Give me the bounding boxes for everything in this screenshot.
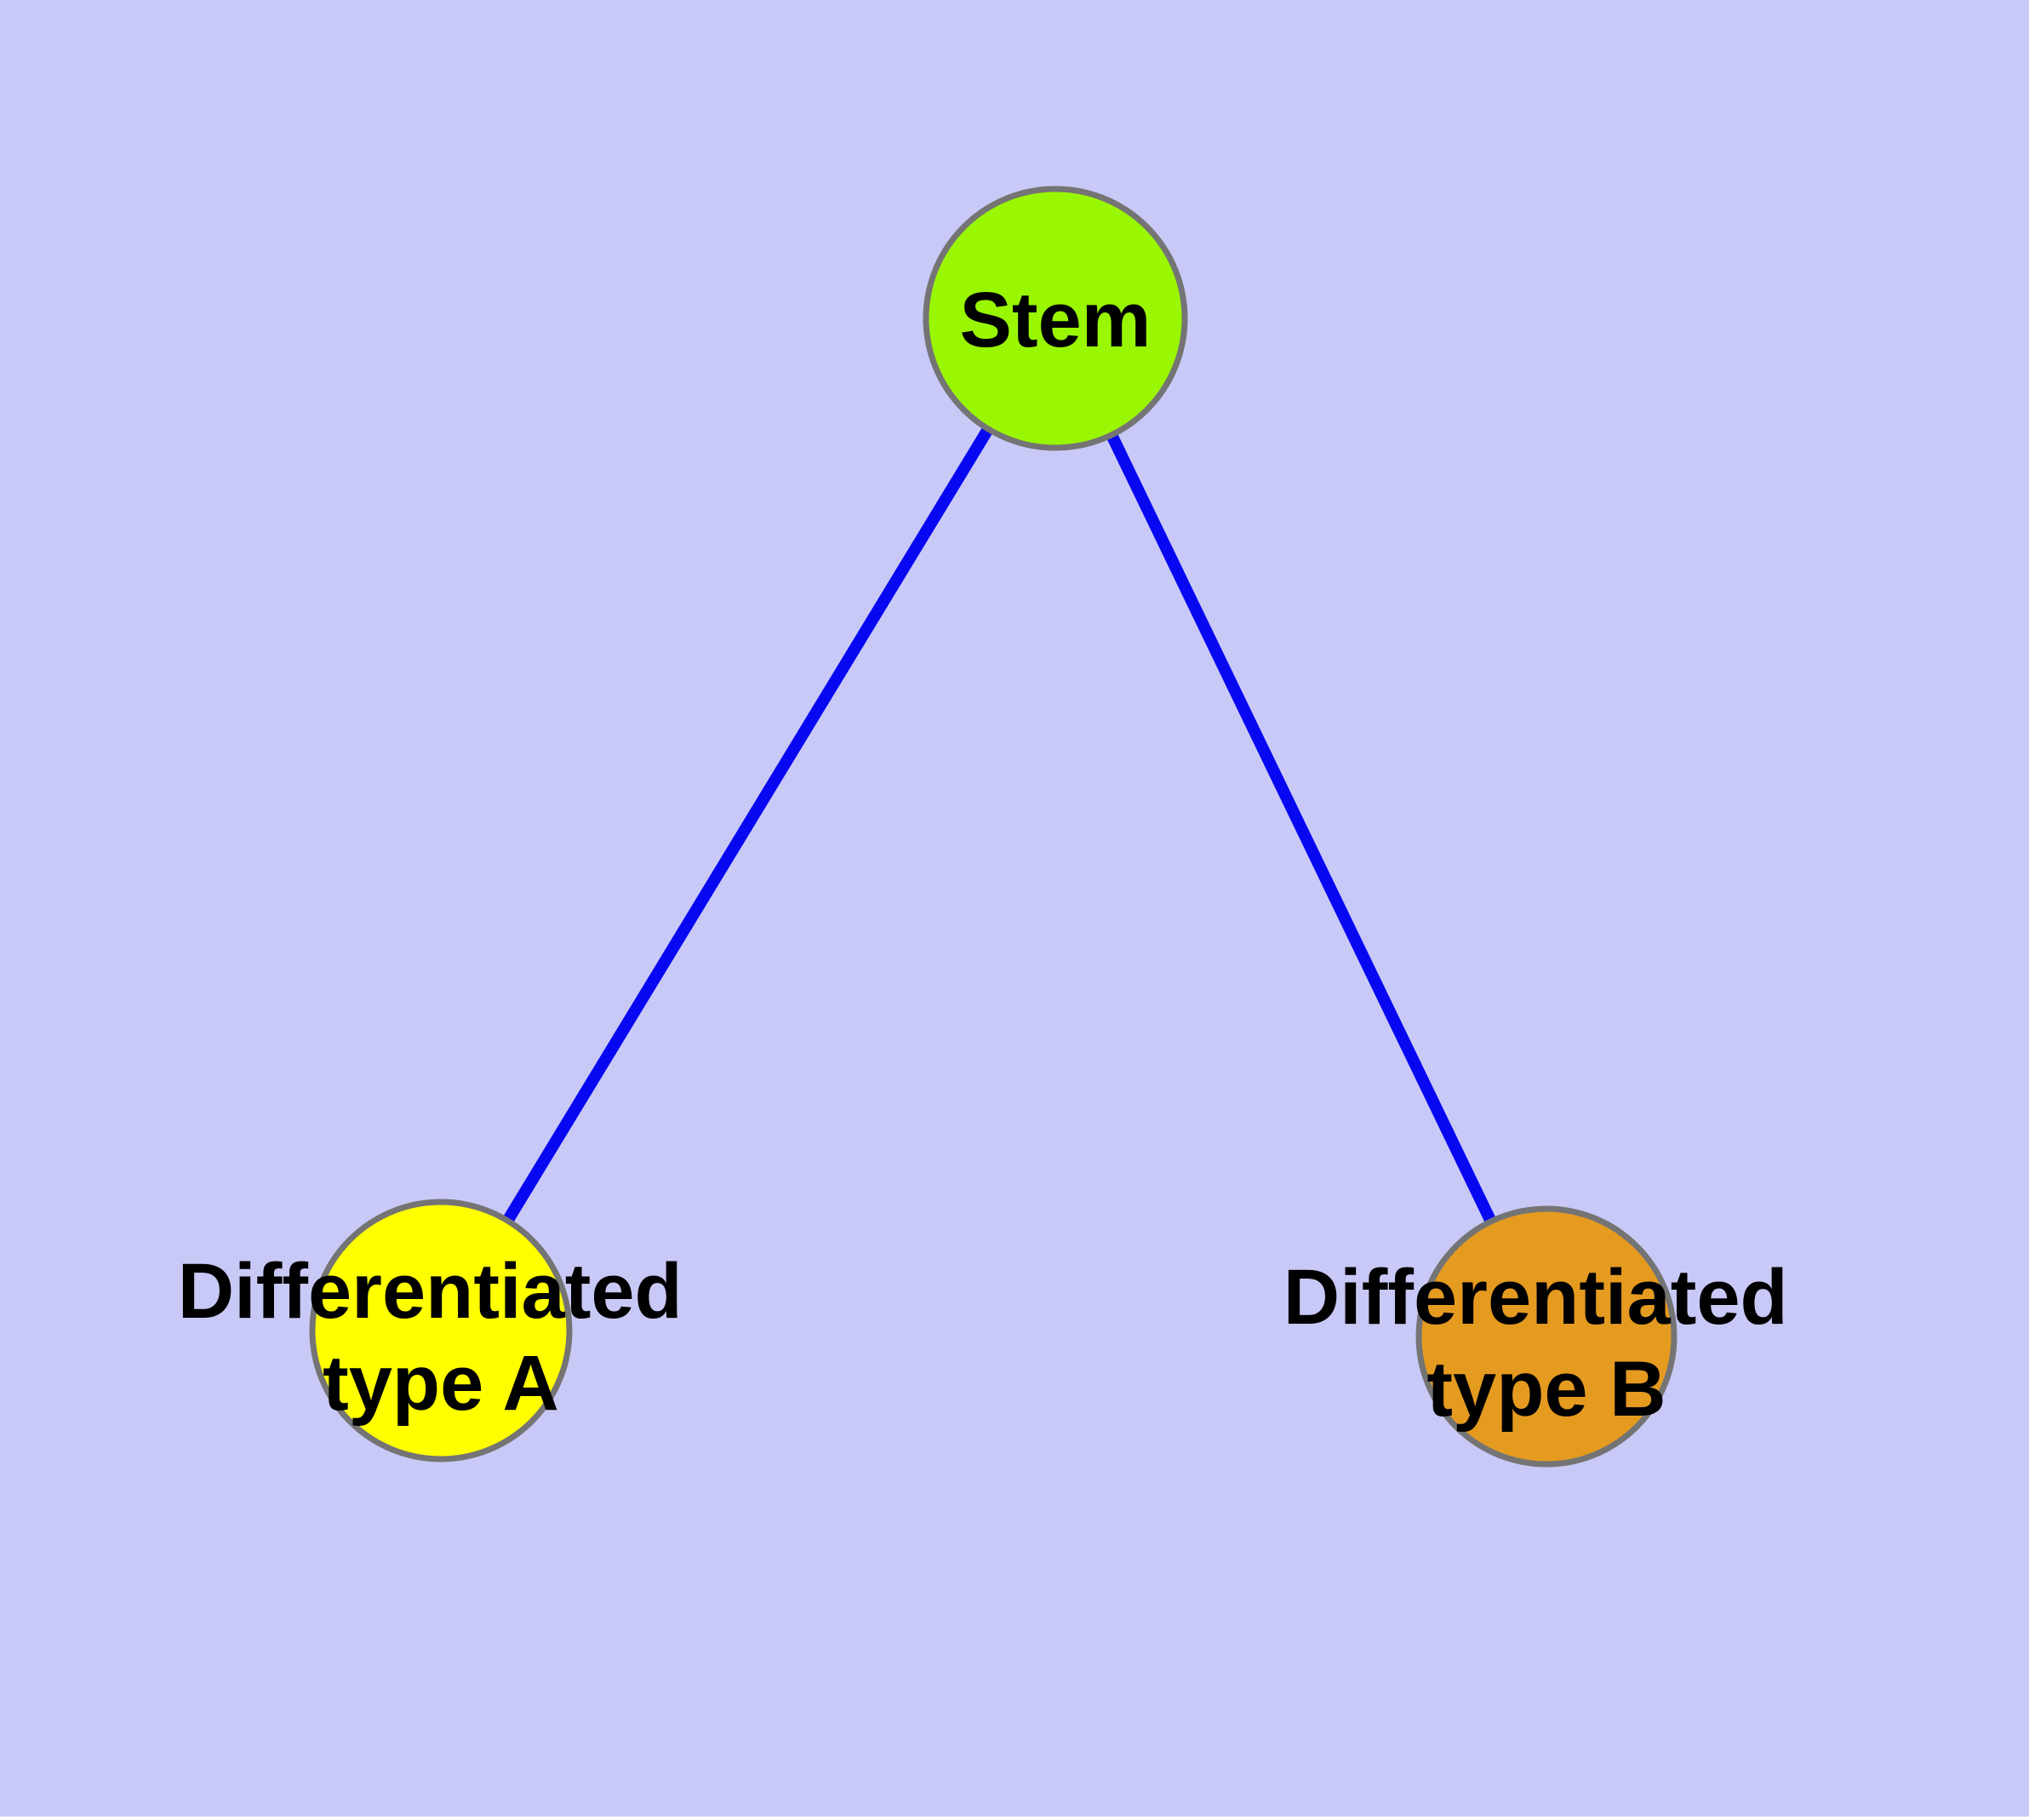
- node-differentiated-type-a-label: Differentiated type A: [178, 1248, 705, 1427]
- node-differentiated-type-b-label: Differentiated type B: [1283, 1254, 1810, 1433]
- node-differentiated-type-b-label-line2: type B: [1426, 1346, 1666, 1433]
- edge-stem-to-type-b[interactable]: [1049, 315, 1552, 1340]
- node-differentiated-type-a-label-line2: type A: [323, 1340, 559, 1427]
- node-stem[interactable]: [923, 186, 1188, 451]
- node-differentiated-type-a[interactable]: [309, 1199, 573, 1462]
- node-differentiated-type-b-label-line1: Differentiated: [1283, 1254, 1788, 1341]
- node-differentiated-type-a-label-line1: Differentiated: [178, 1248, 683, 1335]
- edge-stem-to-type-a[interactable]: [436, 315, 1060, 1334]
- node-differentiated-type-b[interactable]: [1415, 1205, 1677, 1468]
- node-stem-label: Stem: [960, 277, 1152, 363]
